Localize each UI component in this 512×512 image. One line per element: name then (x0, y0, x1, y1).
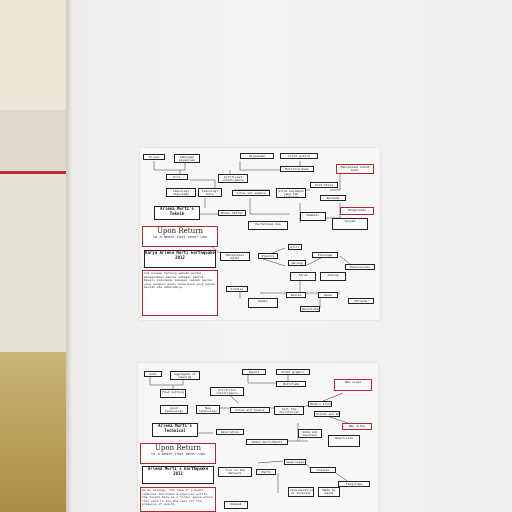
node: Tradisi (226, 286, 248, 292)
node: Dampak (224, 501, 248, 509)
node: Sifat grafis (280, 153, 318, 159)
heading-technique: Arlena Murti's Teknik (154, 206, 200, 220)
node: Sosial (286, 292, 306, 298)
red-stripe (0, 171, 72, 174)
node: Nerang (288, 260, 306, 266)
node: Situs kelompok yang tak terlihat (276, 188, 306, 198)
node: Diri (166, 174, 188, 180)
node: Perhatikan dua (248, 221, 288, 230)
node: Sell the Territorial (274, 406, 304, 415)
node: Good technology (160, 405, 188, 414)
node: Tangiloka (338, 481, 370, 487)
node-highlight: New Lines (334, 379, 372, 391)
node: Decoration (216, 429, 244, 435)
node: Turn to the Network (218, 467, 252, 477)
heading-technical: Arlena Murti's Technical (152, 423, 198, 437)
node: Food nothing (160, 389, 186, 398)
node: Multitude (276, 381, 306, 387)
room-band (0, 110, 72, 170)
node: Mohon daftar (218, 210, 246, 216)
node: Teknologi digunakan (166, 188, 196, 197)
node: Modern sitting (308, 401, 332, 407)
wooden-floor (0, 352, 72, 512)
node-highlight: New Sites (342, 423, 372, 430)
node: Gabungan keyakinan (174, 154, 200, 163)
node: Sifat graphic (276, 369, 310, 375)
node: Alat Ibiss (310, 182, 338, 188)
heading-earthquake: Arlena Murti's Earthquake 2012 (142, 466, 214, 484)
node: Artificial intelligence (210, 387, 244, 396)
description-box: As an analogy, the idea of a beach combi… (140, 487, 216, 512)
node: Rambu (248, 298, 278, 308)
wall-edge (66, 0, 72, 512)
node: Plastik (258, 253, 278, 259)
title-box: Upon Return to a beach that never was (140, 443, 216, 464)
node: Made by hands (318, 487, 340, 497)
title-main: Upon Return (157, 227, 203, 235)
node: Situs sel samara (232, 190, 270, 196)
room-upper-wall (0, 0, 72, 110)
node: Jarak (290, 272, 316, 281)
title-box: Upon Return to a beach that never was (142, 226, 218, 247)
node: Human PerforMents (246, 439, 288, 445)
node: Berbeda (320, 195, 346, 201)
node: Reactivate (328, 435, 360, 447)
node: Sites and towers (230, 407, 270, 413)
node: Hilir (288, 244, 302, 250)
node: Sibung (320, 272, 346, 281)
heading-earthquake-text: Karya Arlena Murti Earthquake 2012 (145, 250, 215, 260)
node: Sunyah (332, 218, 368, 230)
node: Teknologi baru (198, 188, 222, 197)
description-box: Ide konsep tentang sebuah pantai, menggu… (142, 270, 218, 316)
node: Fields and Realms (314, 411, 340, 417)
node: Earth (256, 469, 276, 475)
node: Manipulasi model (220, 252, 250, 261)
poster-bottom: Aims Aggregate of meaning Impact Sifat g… (138, 363, 378, 512)
node: Tujuan (143, 154, 165, 160)
node: Coastal (310, 467, 336, 473)
node: Penelusuran (345, 264, 375, 270)
node: New technology (196, 405, 220, 414)
poster-top: Tujuan Gabungan keyakinan Perpaduan Sifa… (140, 148, 380, 320)
heading-earthquake-text: Arlena Murti's Earthquake 2012 (147, 466, 209, 476)
node-highlight: Pengecatan (340, 207, 374, 215)
node: Wide and mountain (298, 429, 322, 438)
node: Nirwana (348, 298, 374, 304)
node: Aggregate of meaning (170, 371, 200, 380)
node: Aims (144, 371, 162, 377)
title-subtitle: to a beach that never was (150, 452, 206, 456)
node: Reruntuhan (300, 306, 320, 312)
node: Desa (318, 292, 338, 298)
node-highlight: Manipulasi kotak bumi (336, 164, 374, 174)
node: Multitud Dada (280, 166, 314, 172)
heading-technical-text: Arlena Murti's Technical (158, 423, 192, 433)
node: Geoprocess (284, 459, 306, 465)
room-lower-wall (0, 174, 72, 352)
title-main: Upon Return (155, 444, 201, 452)
node: Pinsunge (312, 252, 338, 258)
heading-technique-text: Arlena Murti's Teknik (160, 206, 194, 216)
node: Kembali (300, 212, 326, 221)
node: Artificial intelligence (218, 174, 248, 183)
node: Impact (242, 369, 266, 375)
node: Consideration or Interest (288, 487, 314, 497)
title-subtitle: to a beach that never was (152, 235, 208, 239)
heading-earthquake: Karya Arlena Murti Earthquake 2012 (144, 250, 216, 268)
node: Perpaduan (240, 153, 274, 159)
